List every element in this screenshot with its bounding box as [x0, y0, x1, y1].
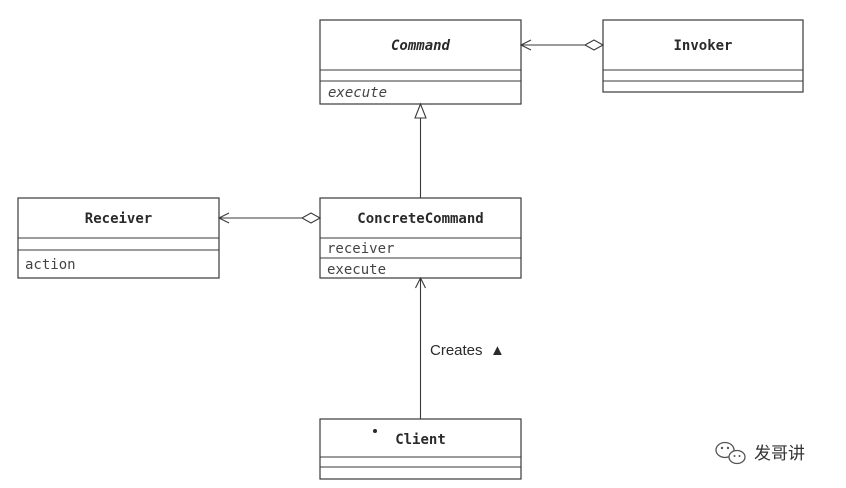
watermark: 发哥讲 — [715, 441, 805, 465]
class-concrete-command-field-receiver: receiver — [327, 241, 394, 257]
edge-generalization — [414, 102, 427, 198]
aggregation-diamond-icon — [300, 212, 322, 224]
class-command-box — [319, 19, 522, 105]
wechat-logo-icon — [715, 441, 746, 465]
class-concrete-command-method-execute: execute — [327, 262, 386, 278]
watermark-text: 发哥讲 — [754, 444, 805, 464]
class-invoker: Invoker — [602, 19, 804, 93]
class-invoker-box — [602, 19, 804, 93]
class-command-method-execute: execute — [328, 85, 387, 101]
class-invoker-name: Invoker — [673, 38, 732, 54]
class-receiver-name: Receiver — [85, 211, 152, 227]
open-arrowhead-icon — [519, 39, 532, 51]
class-client-name: Client — [395, 432, 446, 448]
class-concrete-command: ConcreteCommand receiver execute — [319, 197, 522, 279]
class-receiver: Receiver action — [17, 197, 220, 279]
class-command: Command execute — [319, 19, 522, 105]
client-dot — [373, 429, 377, 433]
creates-label: Creates — [430, 342, 483, 359]
aggregation-diamond-icon — [583, 39, 605, 51]
edge-invoker-command — [519, 39, 605, 51]
class-receiver-method-action: action — [25, 257, 76, 273]
generalization-triangle-icon — [414, 102, 427, 119]
class-command-name: Command — [391, 38, 451, 54]
class-client: Client — [319, 418, 522, 480]
open-arrowhead-icon — [415, 276, 426, 289]
open-arrowhead-icon — [217, 212, 230, 224]
edge-client-creates: Creates ▲ — [415, 276, 505, 419]
class-client-box — [319, 418, 522, 480]
edge-concrete-receiver — [217, 212, 322, 224]
creates-direction-icon: ▲ — [490, 342, 505, 359]
class-concrete-command-name: ConcreteCommand — [357, 211, 483, 227]
